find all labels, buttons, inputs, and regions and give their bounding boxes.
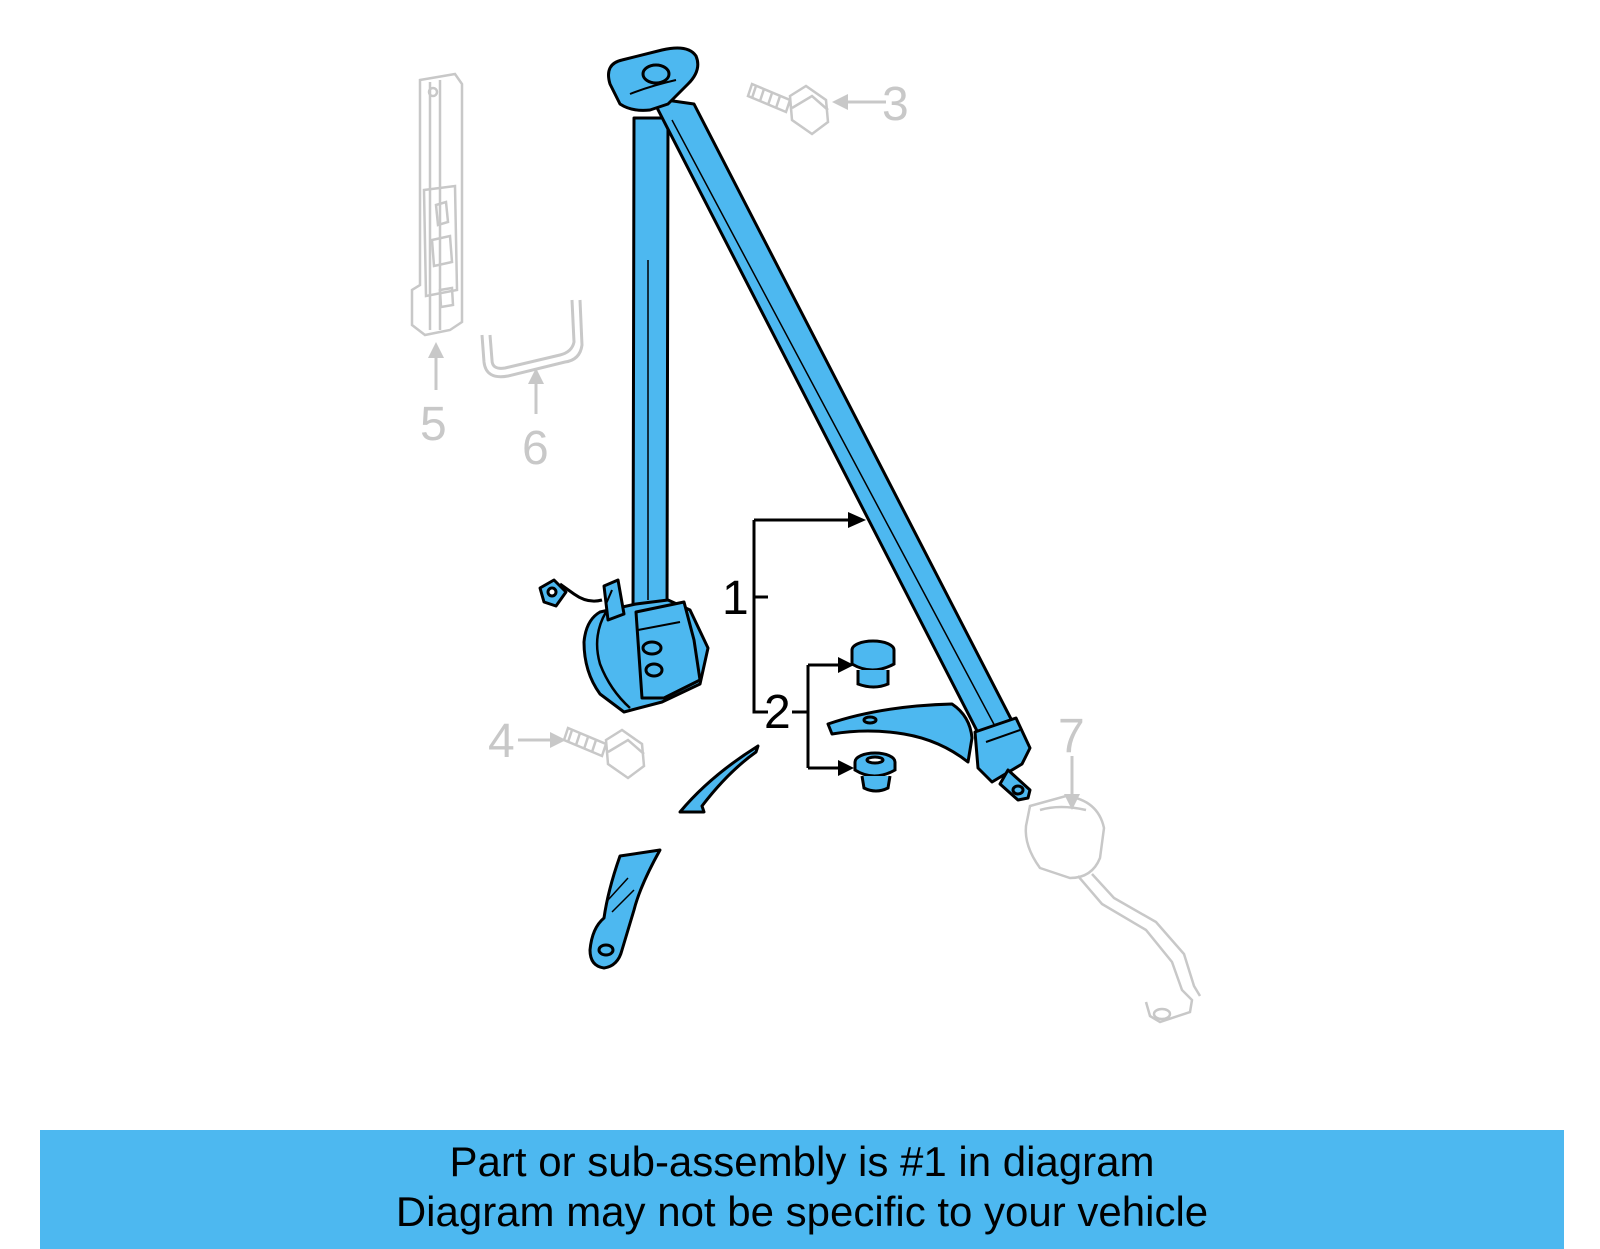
- cap-part-2-upper: [850, 639, 896, 689]
- callout-3: 3: [882, 78, 909, 131]
- banner-line-disclaimer: Diagram may not be specific to your vehi…: [395, 1188, 1209, 1235]
- callout-1: 1: [722, 572, 749, 625]
- info-banner: Part or sub-assembly is #1 in diagram Di…: [40, 1130, 1564, 1249]
- height-adjuster-part-5: [410, 72, 464, 337]
- callout-6: 6: [522, 422, 549, 475]
- anchor-bolt-part-3: [746, 82, 830, 136]
- anchor-bolt-part-4: [562, 726, 646, 780]
- callout-7: 7: [1058, 710, 1085, 763]
- callout-5: 5: [420, 398, 447, 451]
- cap-part-2-lower: [853, 751, 897, 793]
- leader-lines: [434, 100, 1074, 796]
- seat-belt-assembly-part-1: [538, 46, 1032, 970]
- callout-2: 2: [764, 686, 791, 739]
- callout-4: 4: [488, 715, 515, 768]
- wire-clip-part-6: [480, 299, 584, 379]
- banner-line-part-number: Part or sub-assembly is #1 in diagram: [449, 1138, 1155, 1185]
- buckle-part-7: [1024, 794, 1202, 1024]
- leader-arrowheads: [428, 94, 1080, 810]
